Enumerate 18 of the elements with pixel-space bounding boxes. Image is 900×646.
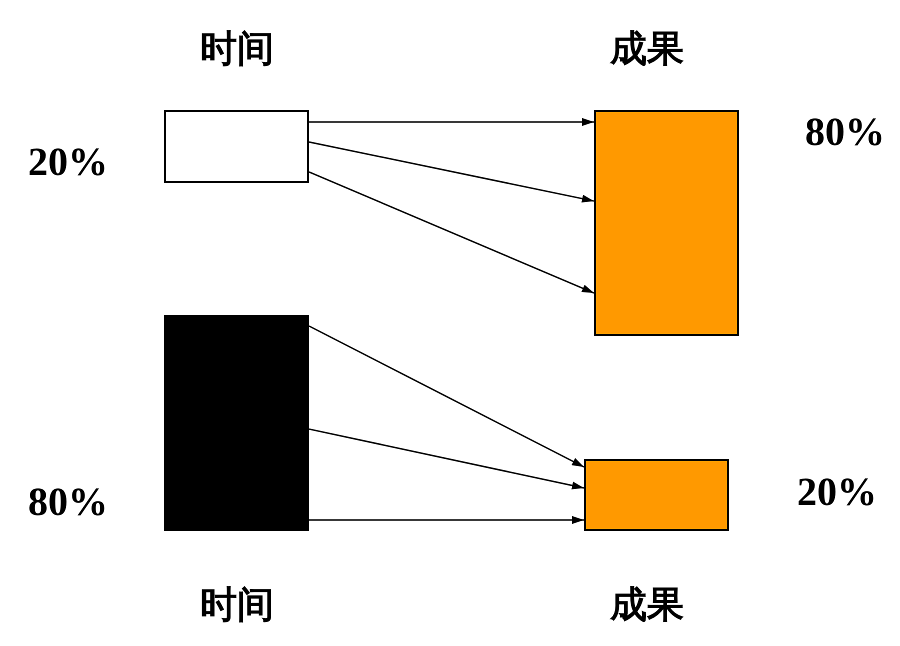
percentage-label: 20%: [28, 142, 108, 182]
percentage-label: 80%: [805, 112, 885, 152]
result-block: [584, 459, 729, 531]
column-heading: 成果: [610, 586, 684, 623]
arrow: [309, 516, 584, 524]
percentage-label: 80%: [28, 482, 108, 522]
column-heading: 时间: [200, 30, 274, 67]
column-heading: 成果: [610, 30, 684, 67]
percentage-label: 20%: [797, 472, 877, 512]
time-block: [164, 110, 309, 183]
arrow: [308, 171, 594, 294]
arrow: [309, 118, 594, 126]
arrow: [308, 428, 584, 490]
result-block: [594, 110, 739, 336]
arrow: [308, 141, 594, 203]
time-block: [164, 315, 309, 531]
column-heading: 时间: [200, 586, 274, 623]
arrow: [308, 325, 584, 468]
